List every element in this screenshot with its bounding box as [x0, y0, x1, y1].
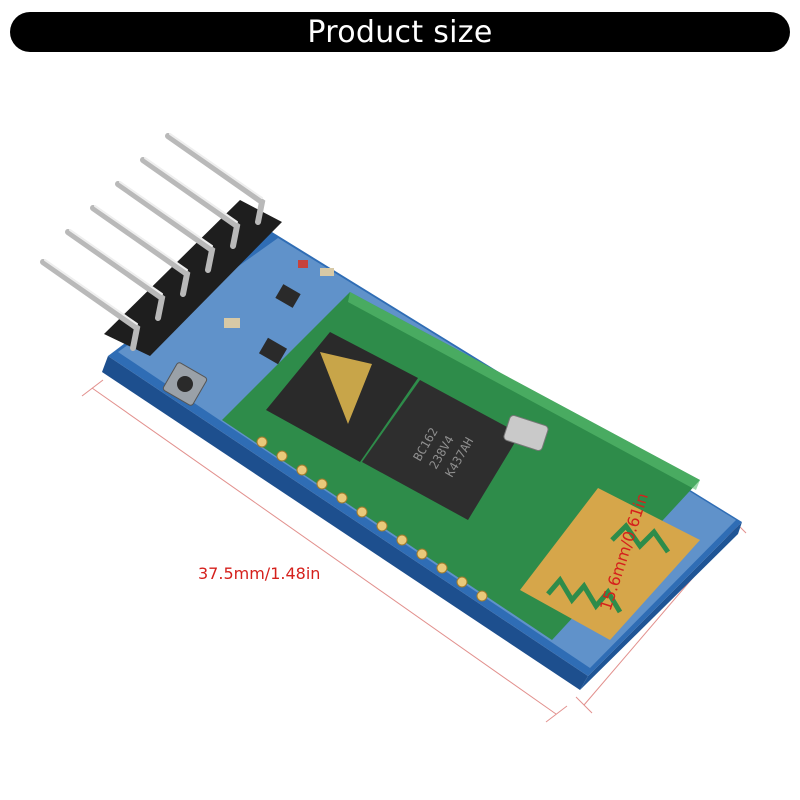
length-dimension-label: 37.5mm/1.48in	[198, 564, 321, 583]
flash-chip	[266, 332, 418, 462]
page-title: Product size	[307, 14, 493, 50]
length-dimension-line	[81, 379, 568, 723]
crystal-oscillator	[503, 414, 549, 452]
push-button	[162, 362, 208, 406]
smd-components	[224, 260, 334, 365]
title-banner: Product size	[10, 12, 790, 52]
bluetooth-chip: BC162 238V4 K437AH	[362, 380, 520, 520]
pin-header	[40, 133, 282, 356]
